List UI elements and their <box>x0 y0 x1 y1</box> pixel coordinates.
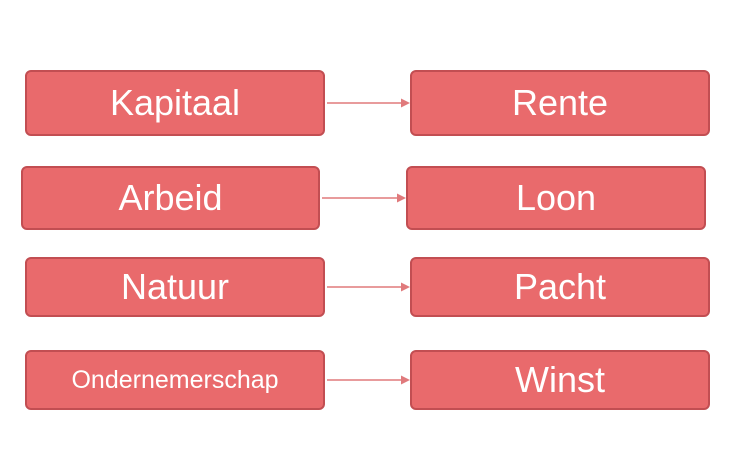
factor-box-natuur: Natuur <box>25 257 325 317</box>
factor-box-ondernemerschap: Ondernemerschap <box>25 350 325 410</box>
arrow-ondernemerschap-winst <box>327 375 410 385</box>
arrow-kapitaal-rente <box>327 98 410 108</box>
reward-box-pacht: Pacht <box>410 257 710 317</box>
factor-label: Kapitaal <box>109 82 241 123</box>
reward-box-winst: Winst <box>410 350 710 410</box>
reward-label: Loon <box>515 177 597 218</box>
reward-label: Pacht <box>513 266 607 307</box>
factor-label: Arbeid <box>118 177 223 218</box>
reward-box-rente: Rente <box>410 70 710 136</box>
reward-box-loon: Loon <box>406 166 706 230</box>
factor-box-kapitaal: Kapitaal <box>25 70 325 136</box>
arrow-arbeid-loon <box>322 193 406 203</box>
factor-label: Natuur <box>120 266 230 307</box>
reward-label: Rente <box>511 82 609 123</box>
arrow-natuur-pacht <box>327 282 410 292</box>
factor-box-arbeid: Arbeid <box>21 166 320 230</box>
reward-label: Winst <box>515 359 605 400</box>
factor-label: Ondernemerschap <box>71 365 279 394</box>
